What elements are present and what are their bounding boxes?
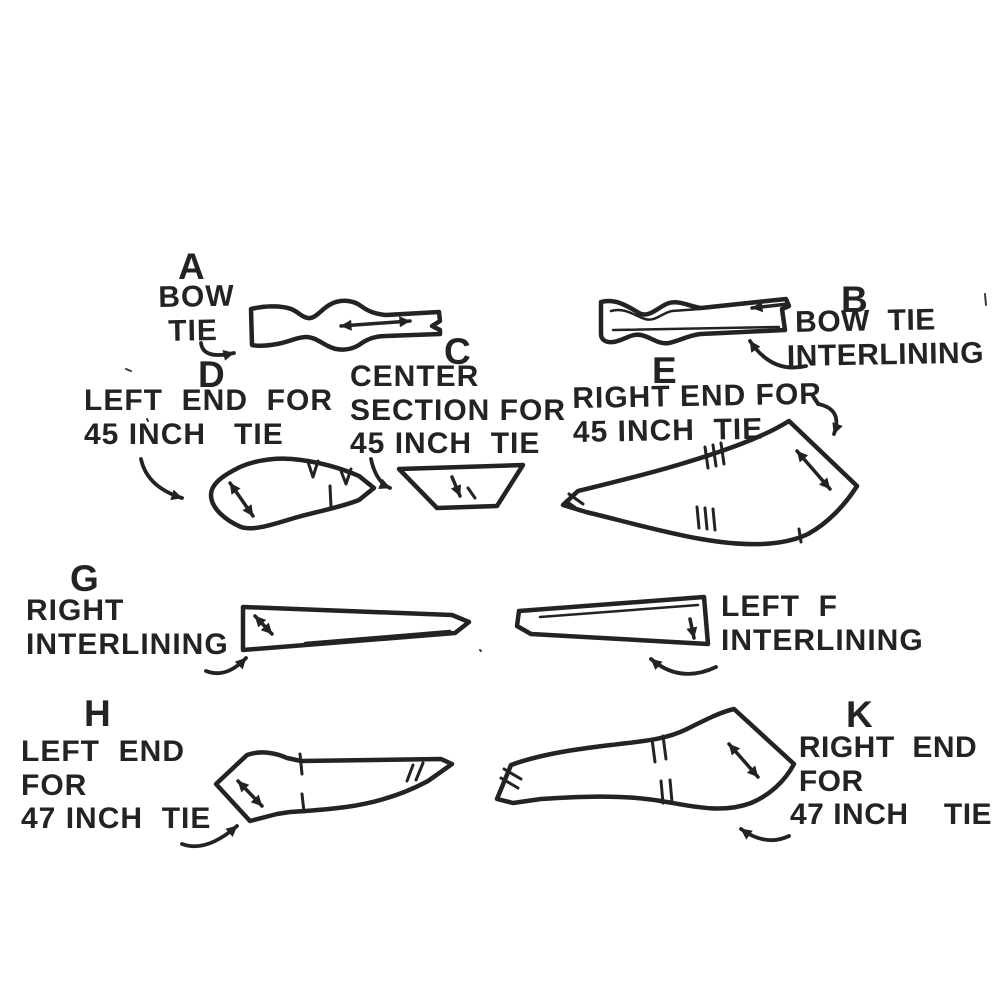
label-arrow-e (816, 402, 843, 436)
piece-f-grainline-arrow (686, 617, 698, 640)
piece-f-inner-line (538, 603, 700, 619)
piece-f-shape (514, 594, 711, 647)
piece-a-grainline-arrow (339, 316, 412, 331)
piece-g-grainline-arrow (253, 614, 274, 636)
piece-h-tick-bottom (300, 792, 306, 814)
piece-b-fold-line (611, 325, 781, 332)
piece-h-tick-top (298, 752, 304, 776)
piece-b-inner-line (609, 307, 702, 321)
label-arrow-k (739, 827, 791, 843)
piece-k-outline (494, 706, 797, 811)
piece-h-outline (213, 750, 455, 824)
piece-e-tip-hatch (564, 492, 585, 513)
piece-d-grainline-arrow (228, 481, 255, 518)
piece-k-grainline-arrow (727, 742, 760, 779)
piece-b-outline (598, 296, 792, 346)
piece-b-grainline-arrow (750, 301, 790, 313)
piece-k-shape (494, 706, 797, 811)
piece-c-letter: C (444, 331, 471, 372)
piece-d-notch-right (339, 467, 353, 486)
piece-k-notches-bottom (659, 778, 674, 805)
label-arrow-c (369, 457, 392, 490)
piece-d-inner-tick (328, 484, 333, 509)
label-arrow-h (180, 824, 239, 849)
piece-a-shape (248, 298, 443, 352)
piece-h-letter: H (84, 693, 111, 734)
piece-c-label: CENTER SECTION FOR 45 INCH TIE (350, 360, 567, 461)
piece-e-shape (560, 418, 860, 547)
piece-e-outline (560, 418, 860, 547)
piece-c-shape (396, 462, 526, 511)
piece-e-label: RIGHT END FOR 45 INCH TIE (572, 377, 823, 449)
label-arrow-g (204, 656, 248, 676)
piece-h-grainline-arrow (236, 779, 264, 808)
piece-e-letter: E (652, 350, 677, 391)
piece-c-notch (466, 486, 477, 500)
piece-f-outline (514, 594, 711, 647)
label-arrow-a (199, 341, 236, 361)
label-arrow-b (748, 339, 808, 370)
piece-f-label: LEFT F INTERLINING (721, 590, 924, 657)
piece-d-notch-top (306, 459, 320, 479)
piece-k-letter: K (846, 694, 873, 735)
piece-c-outline (396, 462, 526, 511)
scan-speck (125, 293, 987, 652)
piece-a-label: BOW TIE (158, 279, 235, 348)
piece-h-shape (213, 750, 455, 824)
piece-e-notches-top (703, 441, 726, 470)
piece-d-label: LEFT END FOR 45 INCH TIE (84, 384, 333, 451)
piece-e-notches-bottom (695, 505, 717, 532)
piece-d-shape (208, 456, 377, 531)
piece-a-letter: A (178, 246, 205, 287)
piece-e-tick-bottom (797, 527, 803, 544)
piece-h-tip-hatch (405, 761, 425, 783)
piece-c-grainline-arrow (450, 475, 462, 498)
piece-g-label: RIGHT INTERLINING (26, 594, 229, 661)
piece-k-notches-top (650, 734, 668, 764)
piece-g-letter: G (70, 558, 99, 599)
piece-k-tip-hatch (499, 767, 523, 790)
piece-g-inner-line (303, 629, 452, 645)
piece-h-label: LEFT END FOR 47 INCH TIE (21, 735, 212, 836)
piece-k-label: RIGHT END FOR 47 INCH TIE (790, 731, 993, 832)
label-arrow-f (649, 657, 718, 676)
piece-g-outline (240, 604, 472, 653)
piece-b-label: BOW TIE INTERLINING (786, 303, 985, 373)
piece-b-shape (598, 296, 792, 346)
label-arrow-d (139, 457, 184, 501)
piece-e-grainline-arrow (795, 449, 832, 491)
piece-g-shape (240, 604, 472, 653)
piece-d-letter: D (198, 354, 225, 395)
piece-b-letter: B (841, 279, 868, 320)
